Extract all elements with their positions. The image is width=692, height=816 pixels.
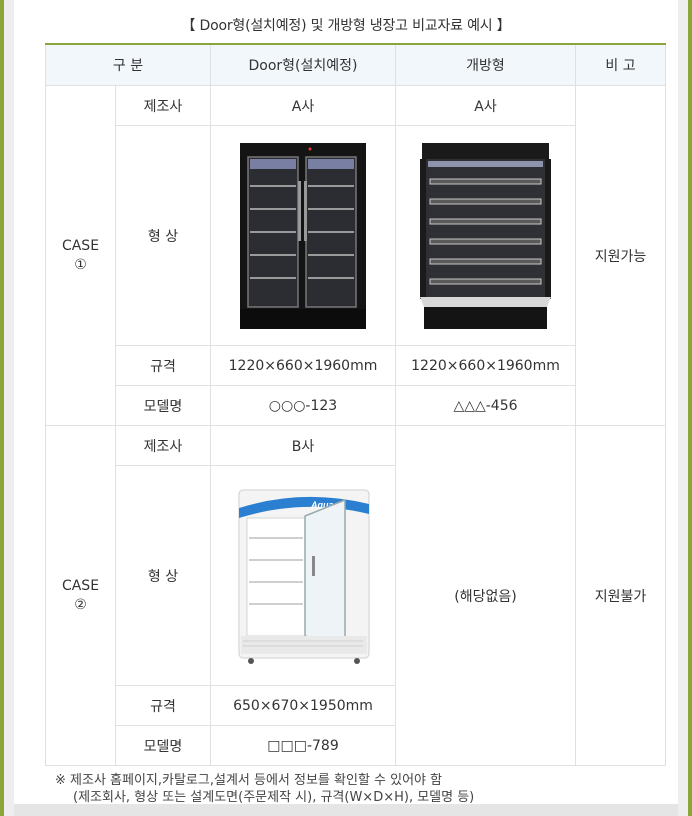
row-label-maker: 제조사 xyxy=(115,425,211,466)
case-1-cell: CASE ① xyxy=(45,85,116,426)
header-open-type: 개방형 xyxy=(395,43,576,86)
table-row: 모델명 □□□-789 xyxy=(46,725,666,766)
case-1-door-maker: A사 xyxy=(210,85,396,126)
table-row: CASE ① 제조사 A사 A사 지원가능 xyxy=(45,85,666,426)
case-2-door-spec: 650×670×1950mm xyxy=(210,685,396,726)
row-label-spec: 규격 xyxy=(115,685,211,726)
header-door-type: Door형(설치예정) xyxy=(210,43,396,86)
table-row: 규격 1220×660×1960mm 1220×660×1960mm xyxy=(46,345,666,386)
case-1-label: CASE xyxy=(61,237,100,254)
brand-logo: Aqua xyxy=(310,500,334,510)
case-2-door-model: □□□-789 xyxy=(210,725,396,766)
right-frame xyxy=(678,0,692,816)
single-door-fridge-image: Aqua xyxy=(238,489,370,664)
case-2-door-image-cell: Aqua xyxy=(210,465,396,686)
bottom-bar xyxy=(14,804,678,816)
case-1-door-spec: 1220×660×1960mm xyxy=(210,345,396,386)
row-label-shape: 형 상 xyxy=(115,465,211,686)
table-row: 형 상 Aqua xyxy=(46,465,666,686)
case-2-cell: CASE ② xyxy=(45,425,116,766)
case-2-label: CASE xyxy=(61,577,100,594)
table-row: 모델명 ○○○-123 △△△-456 xyxy=(46,385,666,426)
case-2-door-maker: B사 xyxy=(210,425,396,466)
case-1-door-image-cell xyxy=(210,125,396,346)
table-row: CASE ② 제조사 B사 (해당없음) 지원불가 xyxy=(45,425,666,766)
row-label-shape: 형 상 xyxy=(115,125,211,346)
case-2-open-none: (해당없음) xyxy=(395,425,576,766)
case-1-remark: 지원가능 xyxy=(575,85,666,426)
case-1-open-maker: A사 xyxy=(395,85,576,126)
case-1-door-model: ○○○-123 xyxy=(210,385,396,426)
case-1-open-model: △△△-456 xyxy=(395,385,576,426)
row-label-model: 모델명 xyxy=(115,725,211,766)
table-header-row: 구 분 Door형(설치예정) 개방형 비 고 xyxy=(45,43,666,86)
row-label-spec: 규격 xyxy=(115,345,211,386)
comparison-table: 구 분 Door형(설치예정) 개방형 비 고 CASE ① 제조사 A사 A사… xyxy=(45,43,666,766)
footnote-line-1: ※ 제조사 홈페이지,카탈로그,설계서 등에서 정보를 확인할 수 있어야 함 xyxy=(55,773,443,788)
table-row: 형 상 xyxy=(46,125,666,346)
row-label-model: 모델명 xyxy=(115,385,211,426)
case-2-remark: 지원불가 xyxy=(575,425,666,766)
row-label-maker: 제조사 xyxy=(115,85,211,126)
footnote-line-2: (제조회사, 형상 또는 설계도면(주문제작 시), 규격(W×D×H), 모델… xyxy=(73,790,475,805)
case-1-open-spec: 1220×660×1960mm xyxy=(395,345,576,386)
footnote: ※ 제조사 홈페이지,카탈로그,설계서 등에서 정보를 확인할 수 있어야 함 … xyxy=(55,772,474,806)
left-frame xyxy=(0,0,14,816)
case-2-number: ② xyxy=(74,596,87,613)
open-fridge-image xyxy=(420,142,551,329)
page-title: 【 Door형(설치예정) 및 개방형 냉장고 비교자료 예시 】 xyxy=(181,18,511,34)
case-1-open-image-cell xyxy=(395,125,576,346)
header-category: 구 분 xyxy=(45,43,211,86)
case-1-number: ① xyxy=(74,256,87,273)
door-fridge-image xyxy=(240,142,366,329)
table-row: 규격 650×670×1950mm xyxy=(46,685,666,726)
header-remarks: 비 고 xyxy=(575,43,666,86)
